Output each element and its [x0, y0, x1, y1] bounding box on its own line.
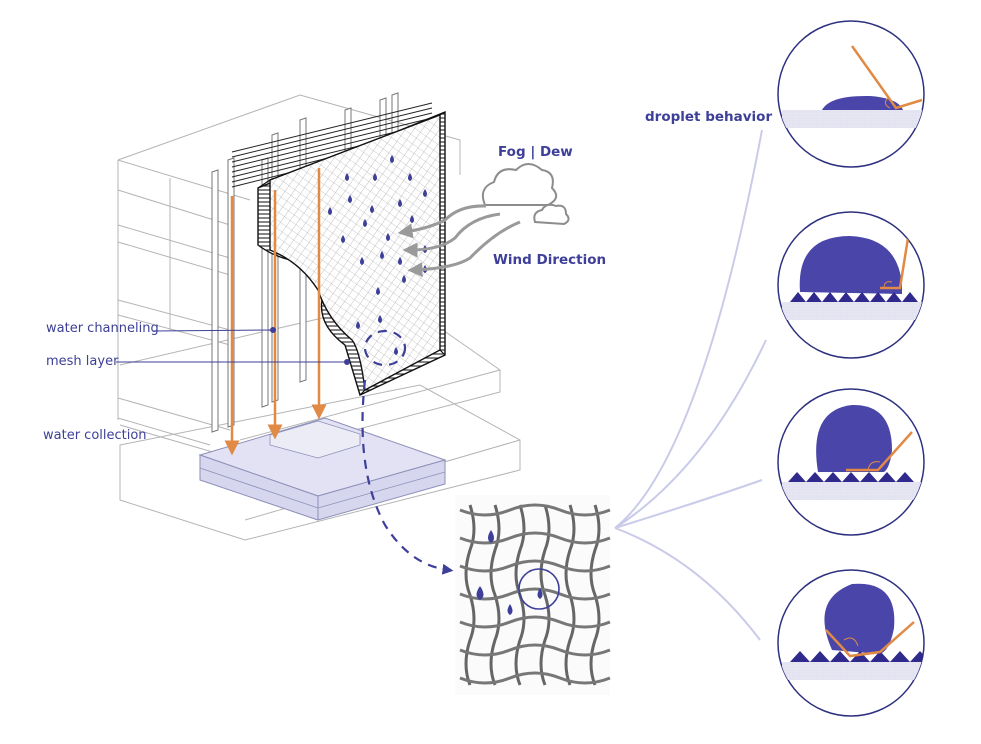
droplet-state-2: [777, 211, 925, 359]
mesh-droplet: [410, 215, 414, 223]
water-collection-label: water collection: [43, 428, 147, 443]
mesh-droplet: [386, 233, 390, 241]
wind-direction-label: Wind Direction: [493, 252, 607, 268]
mesh-droplet: [394, 347, 398, 355]
mesh-droplet: [380, 251, 384, 259]
fan-lines: [614, 129, 767, 641]
droplet-state-4: [777, 569, 925, 717]
mesh-strand: [464, 504, 476, 686]
label-leaders: [116, 327, 350, 365]
mesh-strand: [539, 504, 551, 686]
mesh-droplet: [328, 207, 332, 215]
woven-mesh-inset: [455, 495, 611, 695]
mesh-droplet: [398, 199, 402, 207]
mesh-droplet: [408, 173, 412, 181]
fog-dew-label: Fog | Dew: [498, 144, 573, 160]
mesh-strand: [459, 615, 611, 629]
mesh-droplet: [363, 219, 367, 227]
zoom-connector: [361, 329, 454, 575]
mesh-droplet: [348, 195, 352, 203]
droplet-state-3: [777, 388, 925, 536]
mesh-droplet: [378, 315, 382, 323]
wind-direction-arrows: [397, 204, 521, 278]
mesh-panel: [257, 110, 446, 396]
water-channeling-label: water channeling: [46, 321, 159, 336]
mesh-droplet: [398, 257, 402, 265]
mesh-droplet: [356, 321, 360, 329]
mesh-droplet: [376, 287, 380, 295]
mesh-strand: [564, 504, 576, 686]
mesh-droplet: [402, 275, 406, 283]
droplet-state-1: [777, 20, 925, 168]
mesh-strand: [459, 559, 611, 573]
mesh-droplet: [423, 189, 427, 197]
mesh-droplet: [360, 257, 364, 265]
mesh-layer-label: mesh layer: [46, 354, 119, 369]
mesh-strand: [459, 587, 611, 601]
mesh-droplet: [341, 235, 345, 243]
mesh-droplet: [370, 205, 374, 213]
droplet-behavior-label: droplet behavior: [645, 109, 773, 125]
mesh-strand: [459, 671, 611, 685]
mesh-strand: [459, 531, 611, 545]
collection-basin: [198, 417, 447, 521]
mesh-droplet: [390, 155, 394, 163]
water-channel-arrows: [224, 168, 327, 456]
mesh-strand: [459, 643, 611, 657]
mesh-droplet: [345, 173, 349, 181]
mesh-droplet: [373, 173, 377, 181]
mesh-strand: [459, 503, 611, 517]
fog-cloud-icon: [481, 163, 570, 226]
